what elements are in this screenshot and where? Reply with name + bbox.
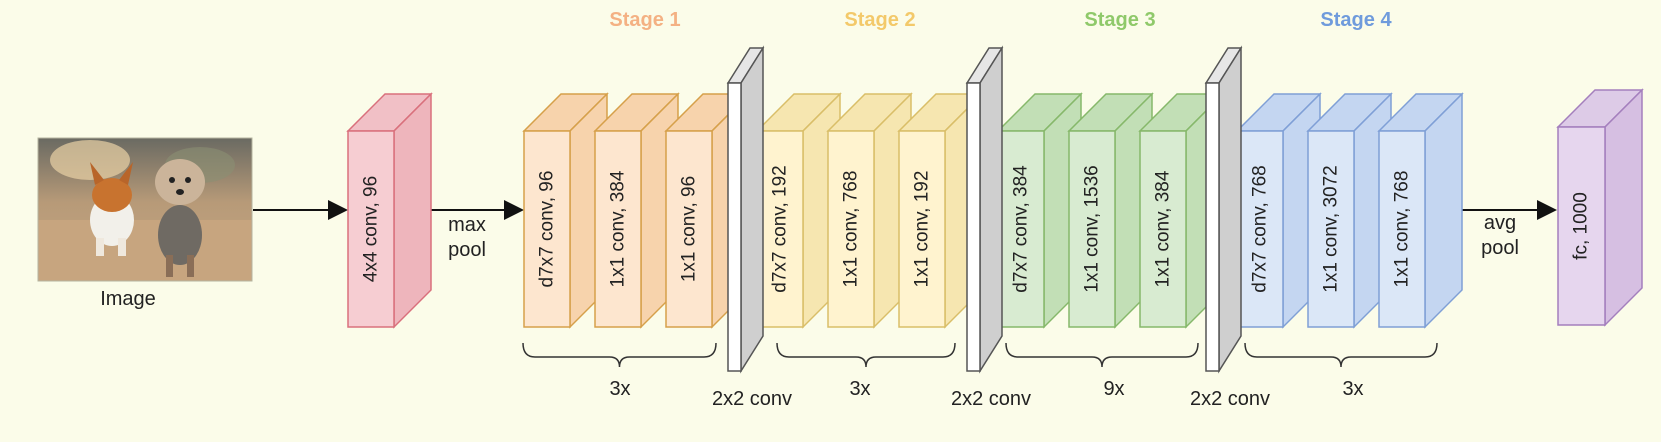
downsample-2-block-side-face bbox=[979, 45, 1003, 374]
downsample-2-block-front-face bbox=[966, 82, 981, 372]
downsample-3-block-side-face bbox=[1218, 45, 1242, 374]
downsample-1-block-front-face bbox=[727, 82, 742, 372]
fc-label: fc, 1000 bbox=[1571, 192, 1592, 260]
corgi-dog bbox=[90, 162, 134, 256]
stage-2-layer-3-block-front-face bbox=[898, 130, 946, 328]
downsample-3-block bbox=[1204, 45, 1243, 374]
downsample-1-block-side-face bbox=[740, 45, 764, 374]
stage-1-layer-2-block-front-face bbox=[594, 130, 642, 328]
stage-4-layer-3-block-front-face bbox=[1378, 130, 1426, 328]
stem-conv-block-front-face bbox=[347, 130, 395, 328]
downsample-3-block-front-face bbox=[1205, 82, 1220, 372]
downsample-1-label: 2x2 conv bbox=[712, 388, 792, 410]
stage-4-repeat-label: 3x bbox=[1342, 378, 1363, 400]
stem-conv-block bbox=[346, 92, 433, 329]
fc-block-front-face bbox=[1557, 126, 1606, 326]
stem-conv-block-side-face bbox=[393, 92, 432, 329]
stage-3-layer-2-block bbox=[1067, 92, 1154, 329]
stage-1-repeat-brace bbox=[522, 342, 717, 368]
stage-1-repeat-label: 3x bbox=[609, 378, 630, 400]
stage-2-layer-1-label: d7x7 conv, 192 bbox=[770, 165, 791, 292]
stage-3-layer-2-label: 1x1 conv, 1536 bbox=[1082, 165, 1103, 292]
stage-1-layer-3-block-front-face bbox=[665, 130, 713, 328]
stage-3-layer-3-block-front-face bbox=[1139, 130, 1187, 328]
downsample-2-block bbox=[965, 45, 1004, 374]
stage-4-layer-3-block-side-face bbox=[1424, 92, 1463, 329]
stage-4-layer-2-block-front-face bbox=[1307, 130, 1355, 328]
stage-3-layer-3-label: 1x1 conv, 384 bbox=[1153, 170, 1174, 287]
stage-1-title: Stage 1 bbox=[609, 9, 680, 31]
fc-block-side-face bbox=[1604, 88, 1643, 327]
stage-2-repeat-brace bbox=[776, 342, 956, 368]
stage-4-layer-1-label: d7x7 conv, 768 bbox=[1250, 165, 1271, 292]
stage-2-repeat-label: 3x bbox=[849, 378, 870, 400]
stage-1-layer-1-block-front-face bbox=[523, 130, 571, 328]
stage-2-layer-2-block-front-face bbox=[827, 130, 875, 328]
stage-2-layer-1-block-front-face bbox=[756, 130, 804, 328]
stage-4-layer-3-label: 1x1 conv, 768 bbox=[1392, 171, 1413, 288]
stage-3-repeat-label: 9x bbox=[1103, 378, 1124, 400]
stage-1-layer-2-label: 1x1 conv, 384 bbox=[608, 170, 629, 287]
stage-3-layer-2-block-front-face bbox=[1068, 130, 1116, 328]
stage-3-title: Stage 3 bbox=[1084, 9, 1155, 31]
fc-block bbox=[1556, 88, 1644, 327]
stage-3-layer-1-label: d7x7 conv, 384 bbox=[1011, 165, 1032, 293]
layer-blocks bbox=[346, 45, 1644, 374]
max-pool-label-line1: max bbox=[448, 214, 486, 236]
stage-4-repeat-brace bbox=[1244, 342, 1438, 368]
stage-2-layer-3-label: 1x1 conv, 192 bbox=[912, 171, 933, 288]
stage-1-layer-3-label: 1x1 conv, 96 bbox=[679, 176, 700, 282]
downsample-2-label: 2x2 conv bbox=[951, 388, 1031, 410]
stage-1-layer-1-label: d7x7 conv, 96 bbox=[537, 171, 558, 288]
max-pool-label-line2: pool bbox=[448, 239, 486, 261]
stage-4-layer-3-block bbox=[1377, 92, 1464, 329]
image-label: Image bbox=[100, 288, 156, 310]
stage-3-layer-1-block-front-face bbox=[997, 130, 1045, 328]
downsample-1-block bbox=[726, 45, 765, 374]
avg-pool-label-line2: pool bbox=[1481, 237, 1519, 259]
stage-2-layer-2-label: 1x1 conv, 768 bbox=[841, 171, 862, 288]
avg-pool-label-line1: avg bbox=[1484, 212, 1516, 234]
stage-4-layer-2-label: 1x1 conv, 3072 bbox=[1321, 165, 1342, 292]
layer-labels: 4x4 conv, 96 fc, 1000 Stage 1 d7x7 conv, 96… bbox=[361, 9, 1592, 410]
downsample-3-label: 2x2 conv bbox=[1190, 388, 1270, 410]
stem-conv-label: 4x4 conv, 96 bbox=[361, 176, 382, 282]
yorkie-dog bbox=[155, 159, 205, 277]
input-image bbox=[37, 137, 253, 282]
stage-4-title: Stage 4 bbox=[1320, 9, 1392, 31]
stage-3-repeat-brace bbox=[1005, 342, 1199, 368]
stage-2-title: Stage 2 bbox=[844, 9, 915, 31]
